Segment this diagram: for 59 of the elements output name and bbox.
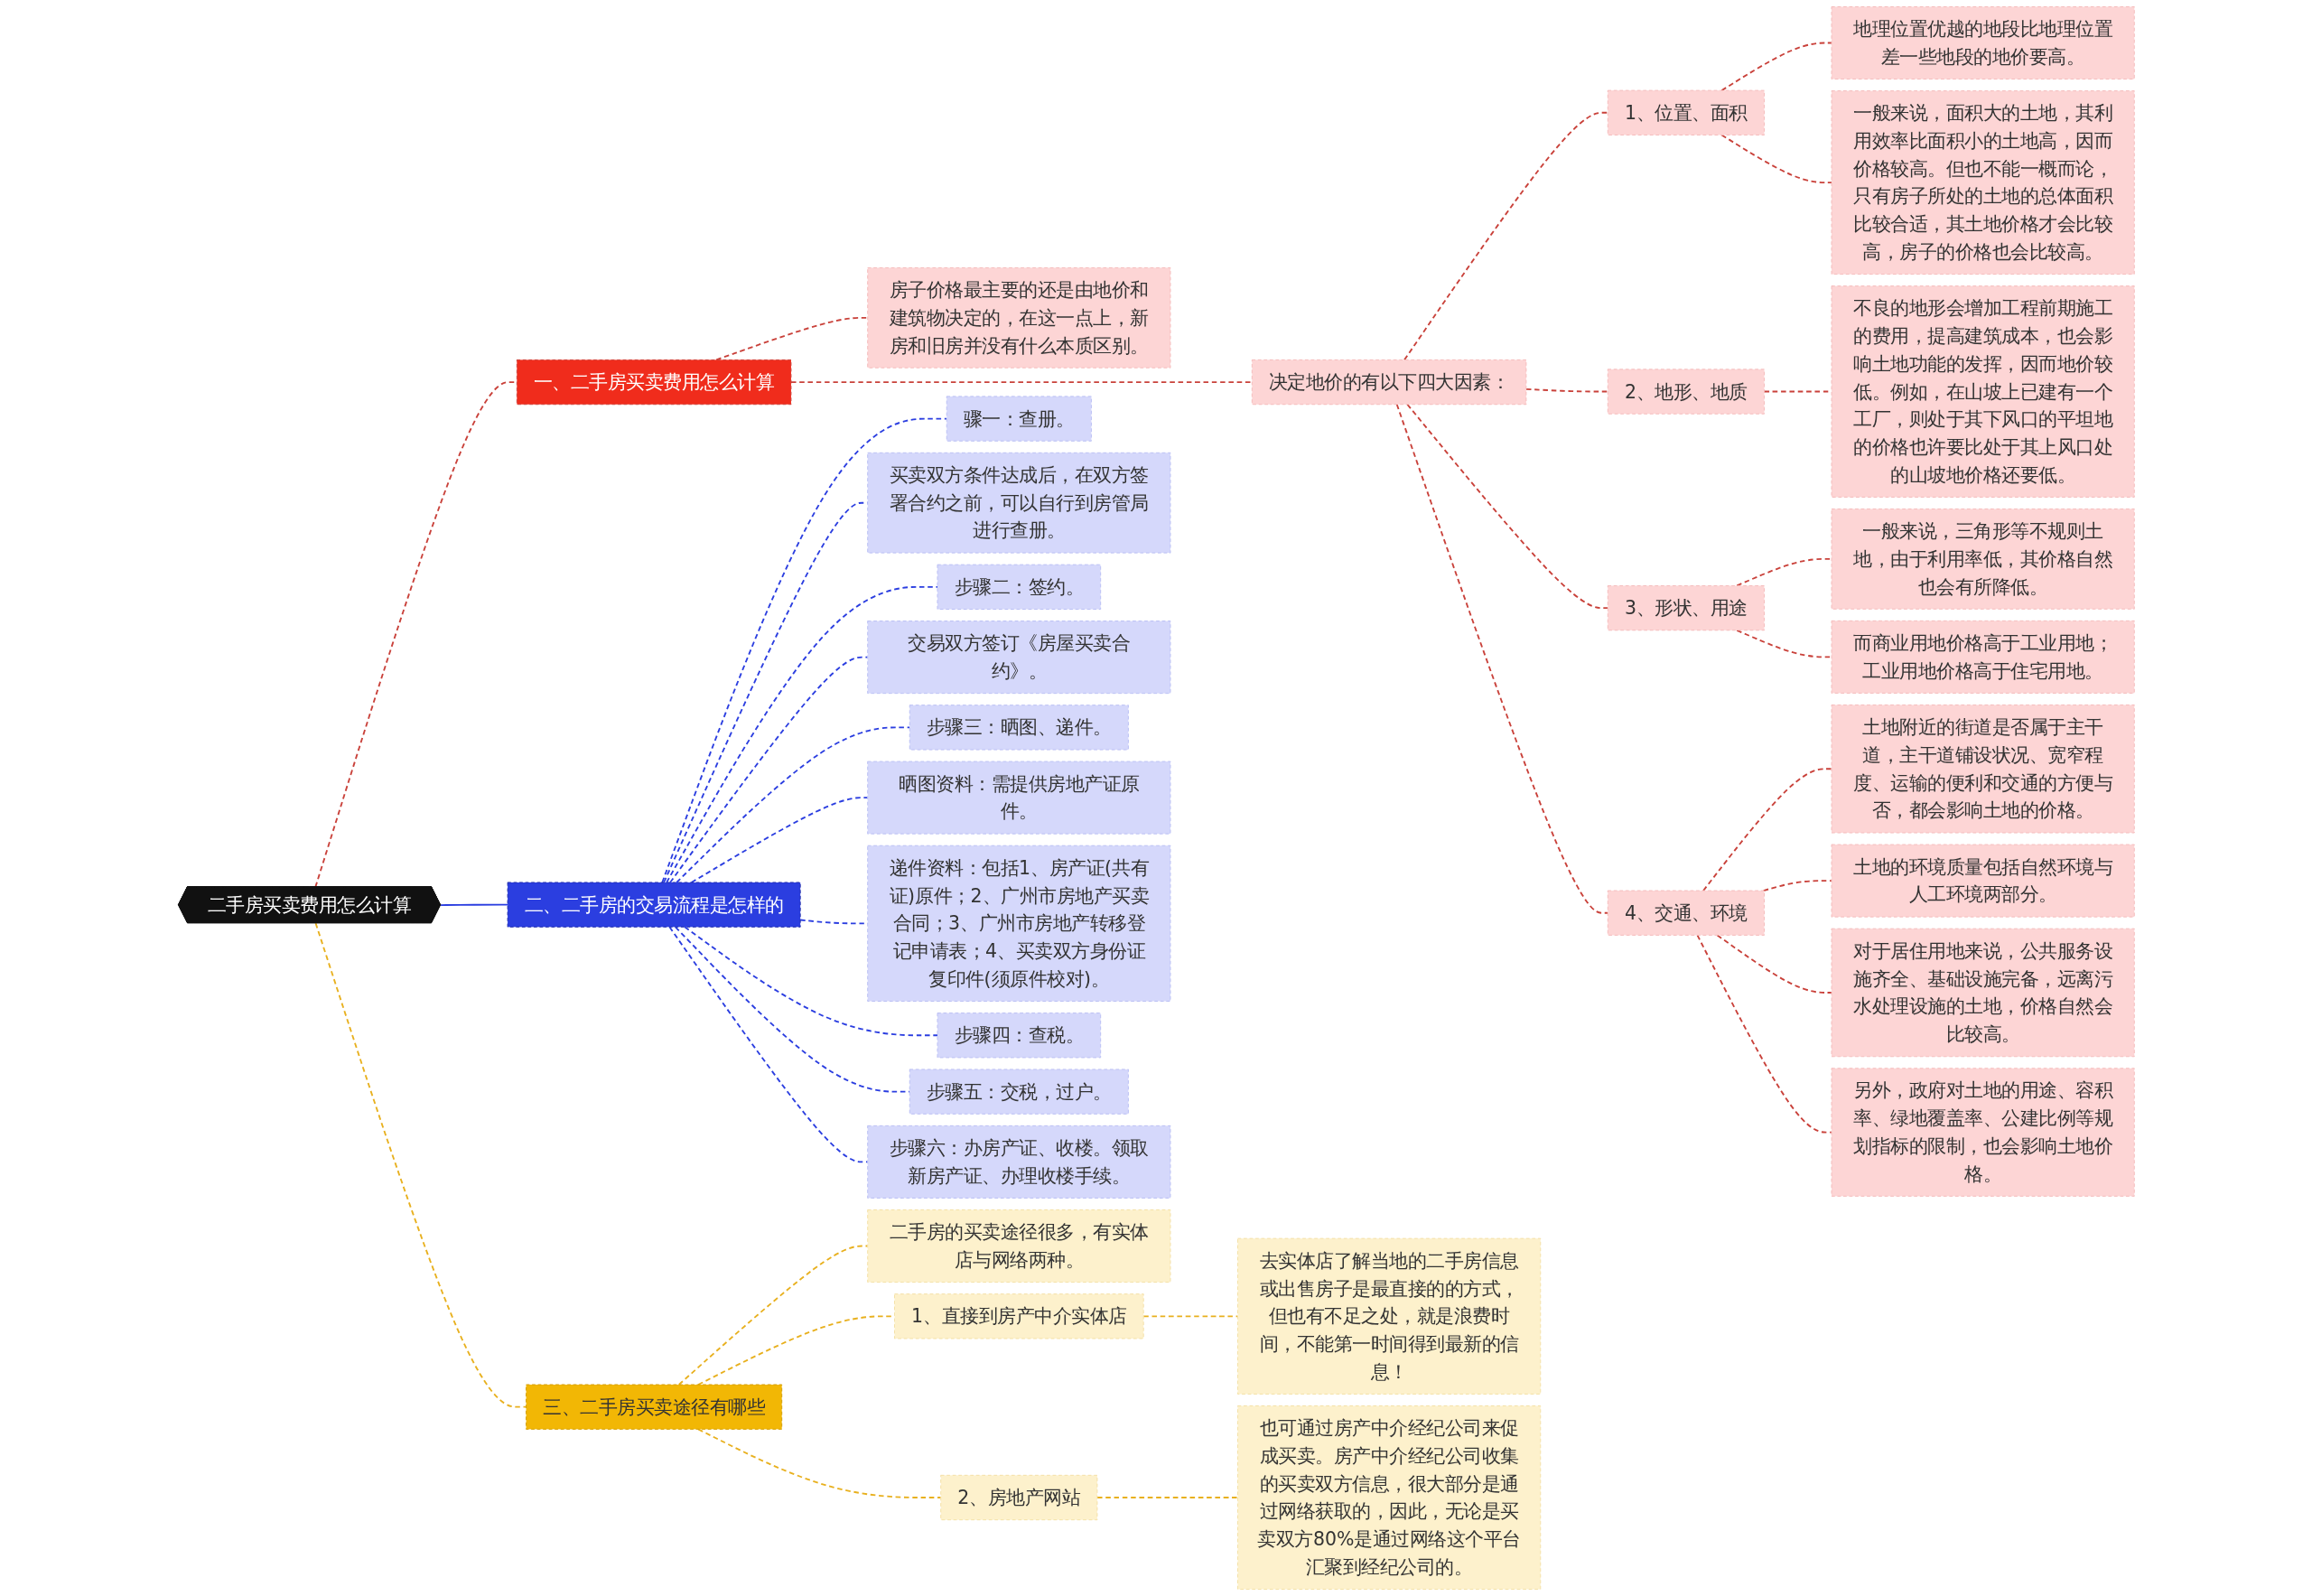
node-box: 对于居住用地来说，公共服务设施齐全、基础设施完备，远离污水处理设施的土地，价格自然会比较高。 [1831, 928, 2135, 1058]
node-box: 决定地价的有以下四大因素： [1251, 359, 1527, 406]
connector [1395, 403, 1608, 914]
connector [677, 1245, 869, 1386]
node-box: 骤一：查册。 [946, 396, 1092, 442]
node-box: 买卖双方条件达成后，在双方签署合约之前，可以自行到房管局进行查册。 [866, 452, 1171, 554]
node-box: 一般来说，面积大的土地，其利用效率比面积小的土地高，因而价格较高。但也不能一概而论，只有房子所处的土地的总体面积比较合适，其土地价格才会比较高，房子的价格也会比较高。 [1831, 90, 2135, 275]
node-box: 土地的环境质量包括自然环境与人工环境两部分。 [1831, 844, 2135, 918]
connector [789, 381, 1253, 383]
connector [314, 922, 527, 1408]
node-box: 步骤二：签约。 [937, 564, 1101, 610]
node-box: 2、房地产网站 [939, 1474, 1098, 1521]
node-box: 递件资料：包括1、房产证(共有证)原件；2、广州市房地产买卖合同；3、广州市房地产转移登记申请表；4、买卖双方身份证复印件(须原件校对)。 [866, 845, 1171, 1002]
node-box: 不良的地形会增加工程前期施工的费用，提高建筑成本，也会影响土地功能的发挥，因而地价较低。例如，在山坡上已建有一个工厂，则处于其下风口的平坦地的价格也许要比处于其上风口处的山坡地价格还要低。 [1831, 285, 2135, 498]
connector [675, 726, 910, 883]
connector [1701, 768, 1832, 891]
node-box: 三、二手房买卖途径有哪些 [525, 1384, 782, 1430]
node-box: 去实体店了解当地的二手房信息或出售房子是最直接的的方式，但也有不足之处，就是浪费时间，不能第一时间得到最新的信息！ [1236, 1237, 1541, 1395]
node-box: 也可通过房产中介经纪公司来促成买卖。房产中介经纪公司收集的买卖双方信息，很大部分是通过网络获取的，因此，无论是买卖双方80%是通过网络这个平台汇聚到经纪公司的。 [1236, 1405, 1541, 1590]
connector [1720, 42, 1832, 92]
connector [668, 656, 869, 883]
node-box: 1、直接到房产中介实体店 [893, 1293, 1144, 1339]
node-box: 一般来说，三角形等不规则土地，由于利用率低，其价格自然也会有所降低。 [1831, 509, 2135, 610]
node-box: 晒图资料：需提供房地产证原件。 [866, 761, 1171, 835]
connector [668, 926, 869, 1163]
node-box: 步骤六：办房产证、收楼。领取新房产证、办理收楼手续。 [866, 1125, 1171, 1199]
connector [714, 316, 869, 361]
connector [1735, 557, 1832, 587]
node-box: 步骤四：查税。 [937, 1013, 1101, 1059]
connector [1095, 1497, 1239, 1498]
node-box: 1、位置、面积 [1607, 89, 1765, 135]
connector [696, 1428, 942, 1498]
connector [690, 797, 869, 883]
node-box: 而商业用地价格高于工业用地；工业用地价格高于住宅用地。 [1831, 620, 2135, 694]
connector [1406, 403, 1608, 610]
node-box: 4、交通、环境 [1607, 890, 1765, 936]
connector [1716, 934, 1832, 994]
node-box: 土地附近的街道是否属于主干道，主干道铺设状况、宽窄程度、运输的便利和交通的方便与否，都会影响土地的价格。 [1831, 705, 2135, 834]
node-box: 地理位置优越的地段比地理位置差一些地段的地价要高。 [1831, 6, 2135, 79]
node-box: 另外，政府对土地的用途、容积率、绿地覆盖率、公建比例等规划指标的限制，也会影响土地价格。 [1831, 1068, 2135, 1197]
connector [1403, 111, 1608, 361]
connector [1720, 134, 1832, 184]
node-box: 步骤五：交税，过户。 [909, 1069, 1129, 1115]
connector [1735, 629, 1832, 658]
connector [1142, 1315, 1239, 1318]
node-box: 3、形状、用途 [1607, 585, 1765, 631]
node-box: 房子价格最主要的还是由地价和建筑物决定的，在这一点上，新房和旧房并没有什么本质区别。 [866, 266, 1171, 369]
connector [662, 501, 869, 883]
node-box: 交易双方签订《房屋买卖合约》。 [866, 621, 1171, 695]
node-box: 二手房的买卖途径很多，有实体店与网络两种。 [866, 1209, 1171, 1283]
connector [1524, 387, 1608, 393]
connector [683, 926, 938, 1037]
node-box: 二、二手房的交易流程是怎样的 [507, 882, 801, 928]
node-box: 步骤三：晒图、递件。 [909, 705, 1129, 751]
connector [1696, 934, 1832, 1134]
node-box: 一、二手房买卖费用怎么计算 [516, 359, 792, 406]
connector [660, 417, 947, 883]
connector [439, 903, 508, 907]
node-box: 2、地形、地质 [1607, 369, 1765, 415]
